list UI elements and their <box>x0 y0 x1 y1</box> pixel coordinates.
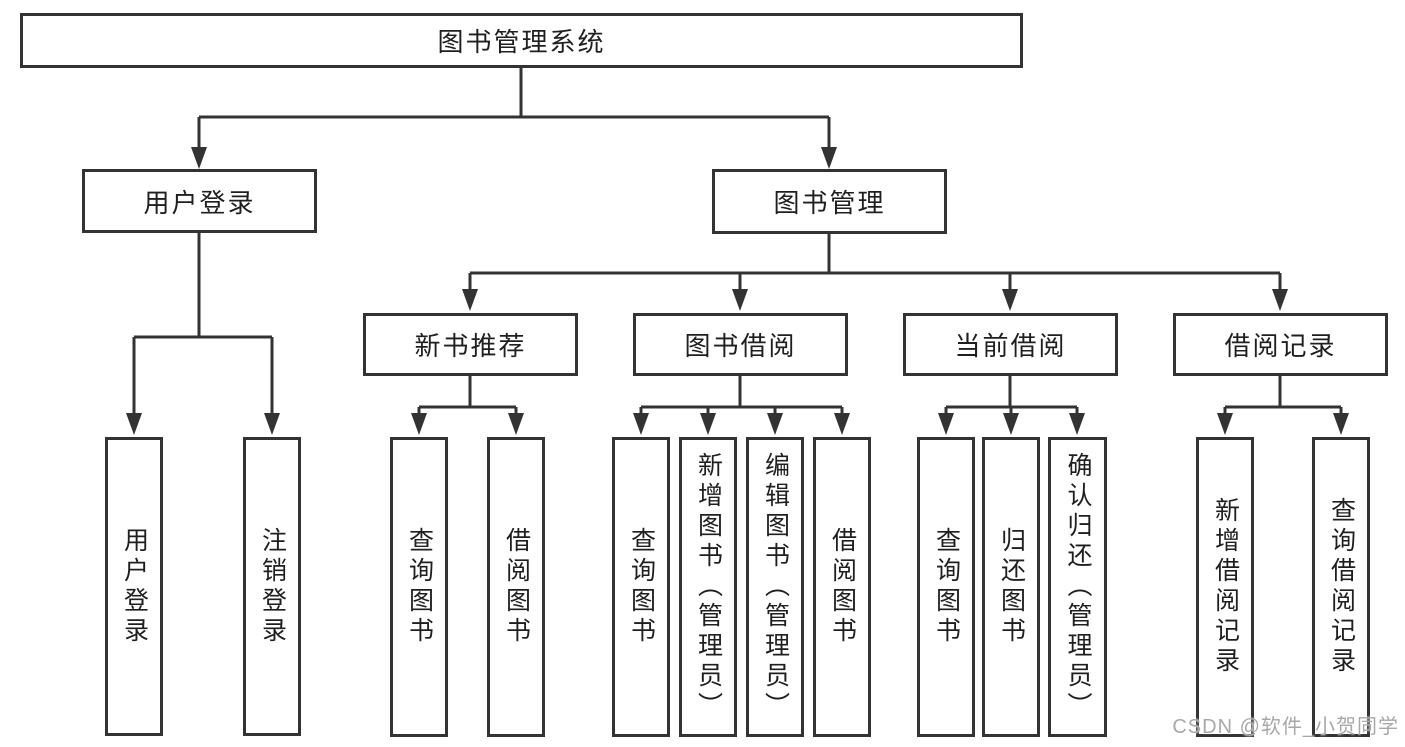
leaf-user-login: 用户登录 <box>105 437 163 736</box>
leaf-label: 查询图书 <box>627 527 656 647</box>
connector-root-to-level2 <box>191 66 837 169</box>
arrowhead-icon <box>938 413 954 435</box>
node-label: 用户登录 <box>143 187 256 218</box>
leaf-label: 查询图书 <box>932 527 961 647</box>
arrowhead-icon <box>767 413 783 435</box>
leaf-label: 确认归还（管理员） <box>1064 452 1092 722</box>
leaf-label: 归还图书 <box>997 527 1026 647</box>
node-label: 图书借阅 <box>684 331 797 361</box>
connector-book-borrow-children <box>633 374 850 435</box>
connector-lines <box>197 66 831 150</box>
arrowhead-icon <box>1003 413 1019 435</box>
arrowhead-icon <box>1069 413 1085 435</box>
arrowhead-icon <box>1217 413 1233 435</box>
node-current-borrow: 当前借阅 <box>903 313 1118 376</box>
arrowhead-icon <box>633 413 649 435</box>
node-borrow-record: 借阅记录 <box>1173 313 1388 376</box>
node-label: 图书管理系统 <box>437 27 606 57</box>
node-new-book-recommend: 新书推荐 <box>363 313 578 376</box>
connector-lines <box>468 232 1282 292</box>
connector-borrow-record-children <box>1217 374 1349 435</box>
leaf-borrow-book-1: 借阅图书 <box>487 437 545 737</box>
leaf-logout: 注销登录 <box>243 437 301 736</box>
leaf-label: 查询借阅记录 <box>1327 497 1356 677</box>
node-label: 当前借阅 <box>954 331 1067 361</box>
node-book-borrow: 图书借阅 <box>633 313 848 376</box>
connector-lines <box>1223 374 1343 416</box>
node-user-login: 用户登录 <box>82 169 317 233</box>
node-label: 借阅记录 <box>1224 331 1337 361</box>
leaf-label: 借阅图书 <box>828 527 857 647</box>
leaf-query-book-3: 查询图书 <box>917 437 975 737</box>
arrowhead-icon <box>732 289 748 311</box>
leaf-return-book: 归还图书 <box>982 437 1040 737</box>
leaf-borrow-book-2: 借阅图书 <box>813 437 871 737</box>
connector-new-book-children <box>411 374 524 435</box>
leaf-label: 新增借阅记录 <box>1211 497 1240 677</box>
leaf-confirm-return-admin: 确认归还（管理员） <box>1048 437 1107 737</box>
connector-book-mgmt-to-level3 <box>462 232 1288 311</box>
csdn-watermark: CSDN @软件_小贺同学 <box>1172 716 1399 738</box>
leaf-label: 查询图书 <box>405 527 434 647</box>
arrowhead-icon <box>191 147 207 169</box>
leaf-label: 注销登录 <box>258 526 287 647</box>
arrowhead-icon <box>126 413 142 435</box>
node-label: 新书推荐 <box>414 331 527 361</box>
connector-current-borrow-children <box>938 374 1085 435</box>
connector-lines <box>944 374 1079 416</box>
connector-lines <box>132 231 274 416</box>
node-root-system: 图书管理系统 <box>20 13 1023 68</box>
arrowhead-icon <box>821 147 837 169</box>
arrowhead-icon <box>462 289 478 311</box>
leaf-label: 借阅图书 <box>502 527 531 647</box>
arrowhead-icon <box>834 413 850 435</box>
node-book-management: 图书管理 <box>712 169 947 234</box>
leaf-label: 用户登录 <box>120 526 149 647</box>
leaf-query-book-2: 查询图书 <box>612 437 670 737</box>
arrowhead-icon <box>264 413 280 435</box>
leaf-add-borrow-record: 新增借阅记录 <box>1196 437 1254 737</box>
arrowhead-icon <box>1272 289 1288 311</box>
connector-user-login-children <box>126 231 280 435</box>
connector-lines <box>639 374 844 416</box>
leaf-label: 编辑图书（管理员） <box>761 452 790 722</box>
arrowhead-icon <box>700 413 716 435</box>
arrowhead-icon <box>508 413 524 435</box>
leaf-query-borrow-record: 查询借阅记录 <box>1312 437 1370 737</box>
arrowhead-icon <box>1333 413 1349 435</box>
leaf-add-book-admin: 新增图书（管理员） <box>679 437 737 737</box>
node-label: 图书管理 <box>773 188 886 218</box>
connector-lines <box>417 374 518 416</box>
leaf-edit-book-admin: 编辑图书（管理员） <box>746 437 804 737</box>
leaf-label: 新增图书（管理员） <box>694 452 723 722</box>
leaf-query-book-1: 查询图书 <box>390 437 448 737</box>
arrowhead-icon <box>411 413 427 435</box>
arrowhead-icon <box>1002 289 1018 311</box>
